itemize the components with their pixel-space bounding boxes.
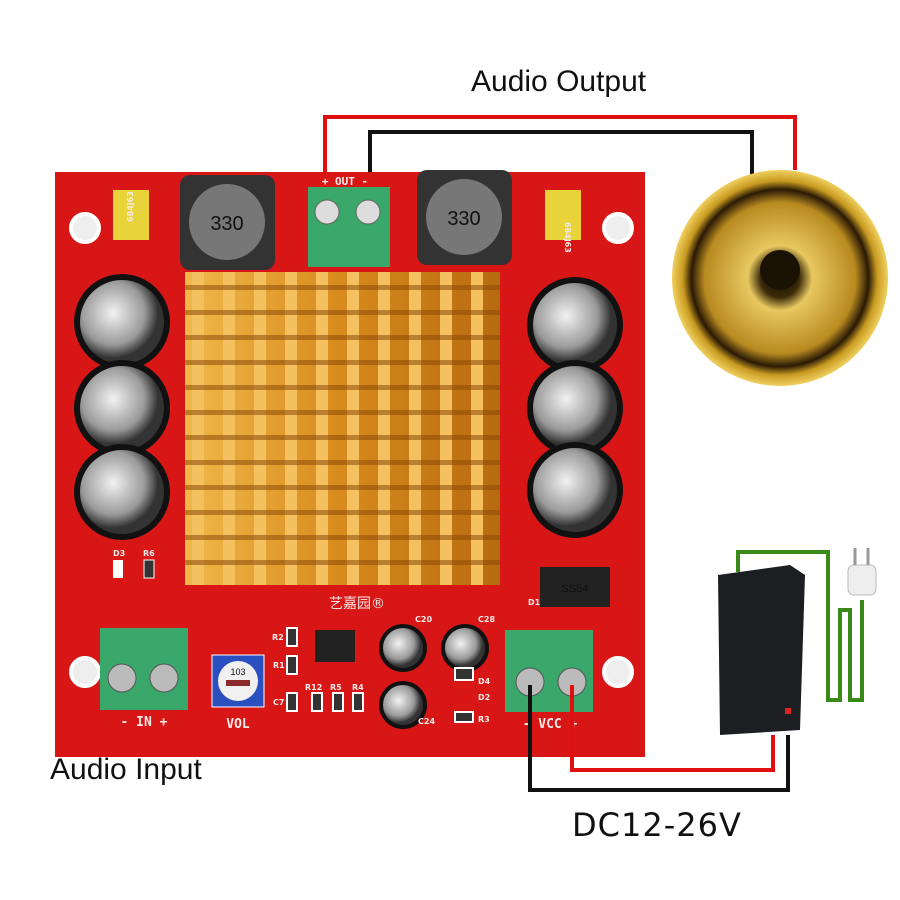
speaker (672, 170, 888, 386)
heatsink-fin (285, 272, 297, 585)
svg-text:R5: R5 (330, 683, 342, 692)
film-capacitor: 684J63 684J63 (113, 190, 581, 253)
power-adapter (718, 548, 877, 735)
heatsink-fin (192, 272, 204, 585)
svg-text:D1: D1 (528, 598, 541, 607)
power-wire-black (528, 685, 790, 792)
svg-text:D4: D4 (478, 677, 491, 686)
svg-text:- IN +: - IN + (121, 715, 168, 730)
heatsink-groove (185, 360, 500, 365)
heatsink-fin (378, 272, 390, 585)
heatsink-fin (440, 272, 452, 585)
power-voltage-label: DC12-26V (572, 806, 742, 844)
svg-text:SS54: SS54 (562, 583, 589, 595)
svg-text:D2: D2 (478, 693, 490, 702)
heatsink-fin (409, 272, 421, 585)
svg-text:330: 330 (447, 208, 480, 230)
plug-icon (847, 564, 877, 596)
brand-text: 艺嘉园® (329, 596, 385, 612)
mains-cable (736, 550, 864, 702)
svg-text:R2: R2 (272, 633, 284, 642)
mounting-hole (69, 212, 634, 688)
svg-text:R1: R1 (273, 661, 285, 670)
inductor: 330 330 (180, 170, 512, 270)
svg-text:R3: R3 (478, 715, 490, 724)
heatsink-groove (185, 385, 500, 390)
svg-text:C7: C7 (273, 698, 284, 707)
svg-text:- VCC +: - VCC + (523, 717, 578, 732)
svg-text:VOL: VOL (226, 717, 250, 732)
heatsink-fin (316, 272, 328, 585)
output-wire-red (323, 115, 797, 205)
svg-text:R4: R4 (352, 683, 364, 692)
heatsink-groove (185, 485, 500, 490)
svg-text:684J63: 684J63 (563, 222, 572, 253)
heatsink-groove (185, 560, 500, 565)
input-terminal[interactable] (100, 628, 188, 710)
volume-potentiometer[interactable]: 103 (211, 654, 265, 708)
heatsink-fin (471, 272, 483, 585)
heatsink-groove (185, 410, 500, 415)
heatsink-fin (347, 272, 359, 585)
heatsink-groove (185, 510, 500, 515)
heatsink-fin (254, 272, 266, 585)
heatsink-fin (223, 272, 235, 585)
heatsink-groove (185, 335, 500, 340)
heatsink (185, 272, 500, 585)
output-terminal[interactable] (308, 187, 390, 267)
heatsink-groove (185, 285, 500, 290)
svg-text:D3: D3 (113, 549, 125, 558)
heatsink-groove (185, 460, 500, 465)
ic-chip (315, 630, 355, 662)
svg-text:C28: C28 (478, 615, 495, 624)
svg-text:103: 103 (230, 667, 245, 677)
svg-text:R12: R12 (305, 683, 322, 692)
power-wire-red (570, 685, 775, 772)
heatsink-groove (185, 535, 500, 540)
electrolytic-capacitors (74, 274, 623, 729)
svg-text:C24: C24 (418, 717, 435, 726)
svg-text:330: 330 (210, 213, 243, 235)
svg-text:684J63: 684J63 (126, 191, 135, 222)
svg-text:C20: C20 (415, 615, 432, 624)
amplifier-board: 684J63 684J63 330 330 + OUT - (55, 170, 645, 757)
output-wire-black (368, 130, 754, 205)
heatsink-groove (185, 435, 500, 440)
audio-input-label: Audio Input (50, 753, 202, 786)
schottky-diode: SS54 (540, 567, 610, 607)
audio-output-label: Audio Output (471, 65, 647, 98)
heatsink-groove (185, 310, 500, 315)
svg-text:+ OUT -: + OUT - (322, 175, 368, 188)
svg-text:R6: R6 (143, 549, 155, 558)
power-terminal[interactable] (505, 630, 593, 712)
